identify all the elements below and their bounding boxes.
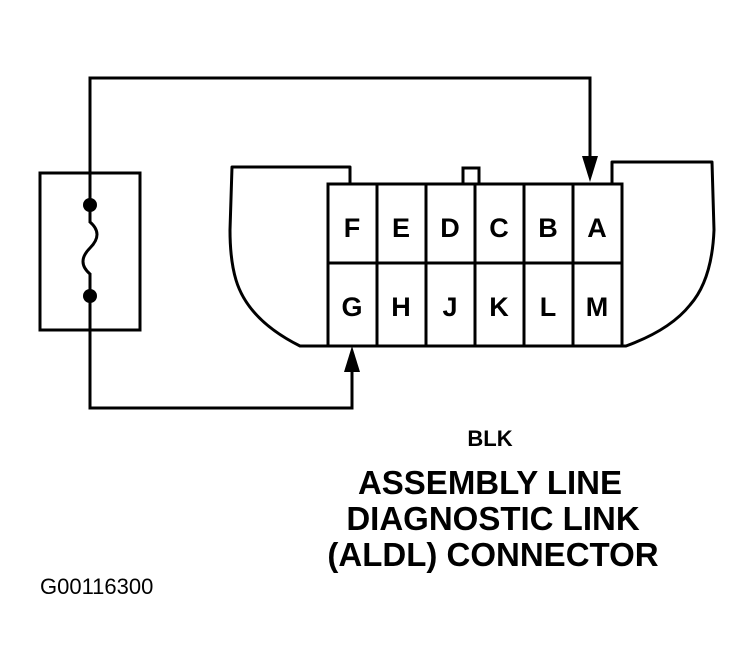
caption-line-3: (ALDL) CONNECTOR	[327, 536, 658, 573]
pin-d-label: D	[440, 213, 460, 243]
jumper-wire-to-pin-a	[88, 76, 592, 205]
pin-b-label: B	[538, 213, 558, 243]
pin-m-label: M	[586, 292, 609, 322]
jumper-wire-to-pin-g	[88, 296, 354, 410]
arrow-to-pin-a-icon	[582, 156, 598, 182]
pin-k-label: K	[489, 292, 509, 322]
caption-line-2: DIAGNOSTIC LINK	[346, 500, 639, 537]
pin-l-label: L	[540, 292, 557, 322]
fuse-element	[81, 205, 99, 296]
arrow-to-pin-g-icon	[344, 346, 360, 372]
pin-g-label: G	[341, 292, 362, 322]
connector-color-label: BLK	[467, 426, 512, 451]
pin-e-label: E	[392, 213, 410, 243]
figure-id: G00116300	[40, 574, 153, 599]
pin-a-label: A	[587, 213, 607, 243]
connector-housing	[228, 160, 716, 348]
pin-grid-col-dividers	[375, 184, 575, 346]
connector-key-tab	[461, 166, 481, 186]
pin-f-label: F	[344, 213, 361, 243]
caption-line-1: ASSEMBLY LINE	[358, 464, 622, 501]
pin-c-label: C	[489, 213, 509, 243]
pin-h-label: H	[391, 292, 411, 322]
pin-j-label: J	[442, 292, 457, 322]
